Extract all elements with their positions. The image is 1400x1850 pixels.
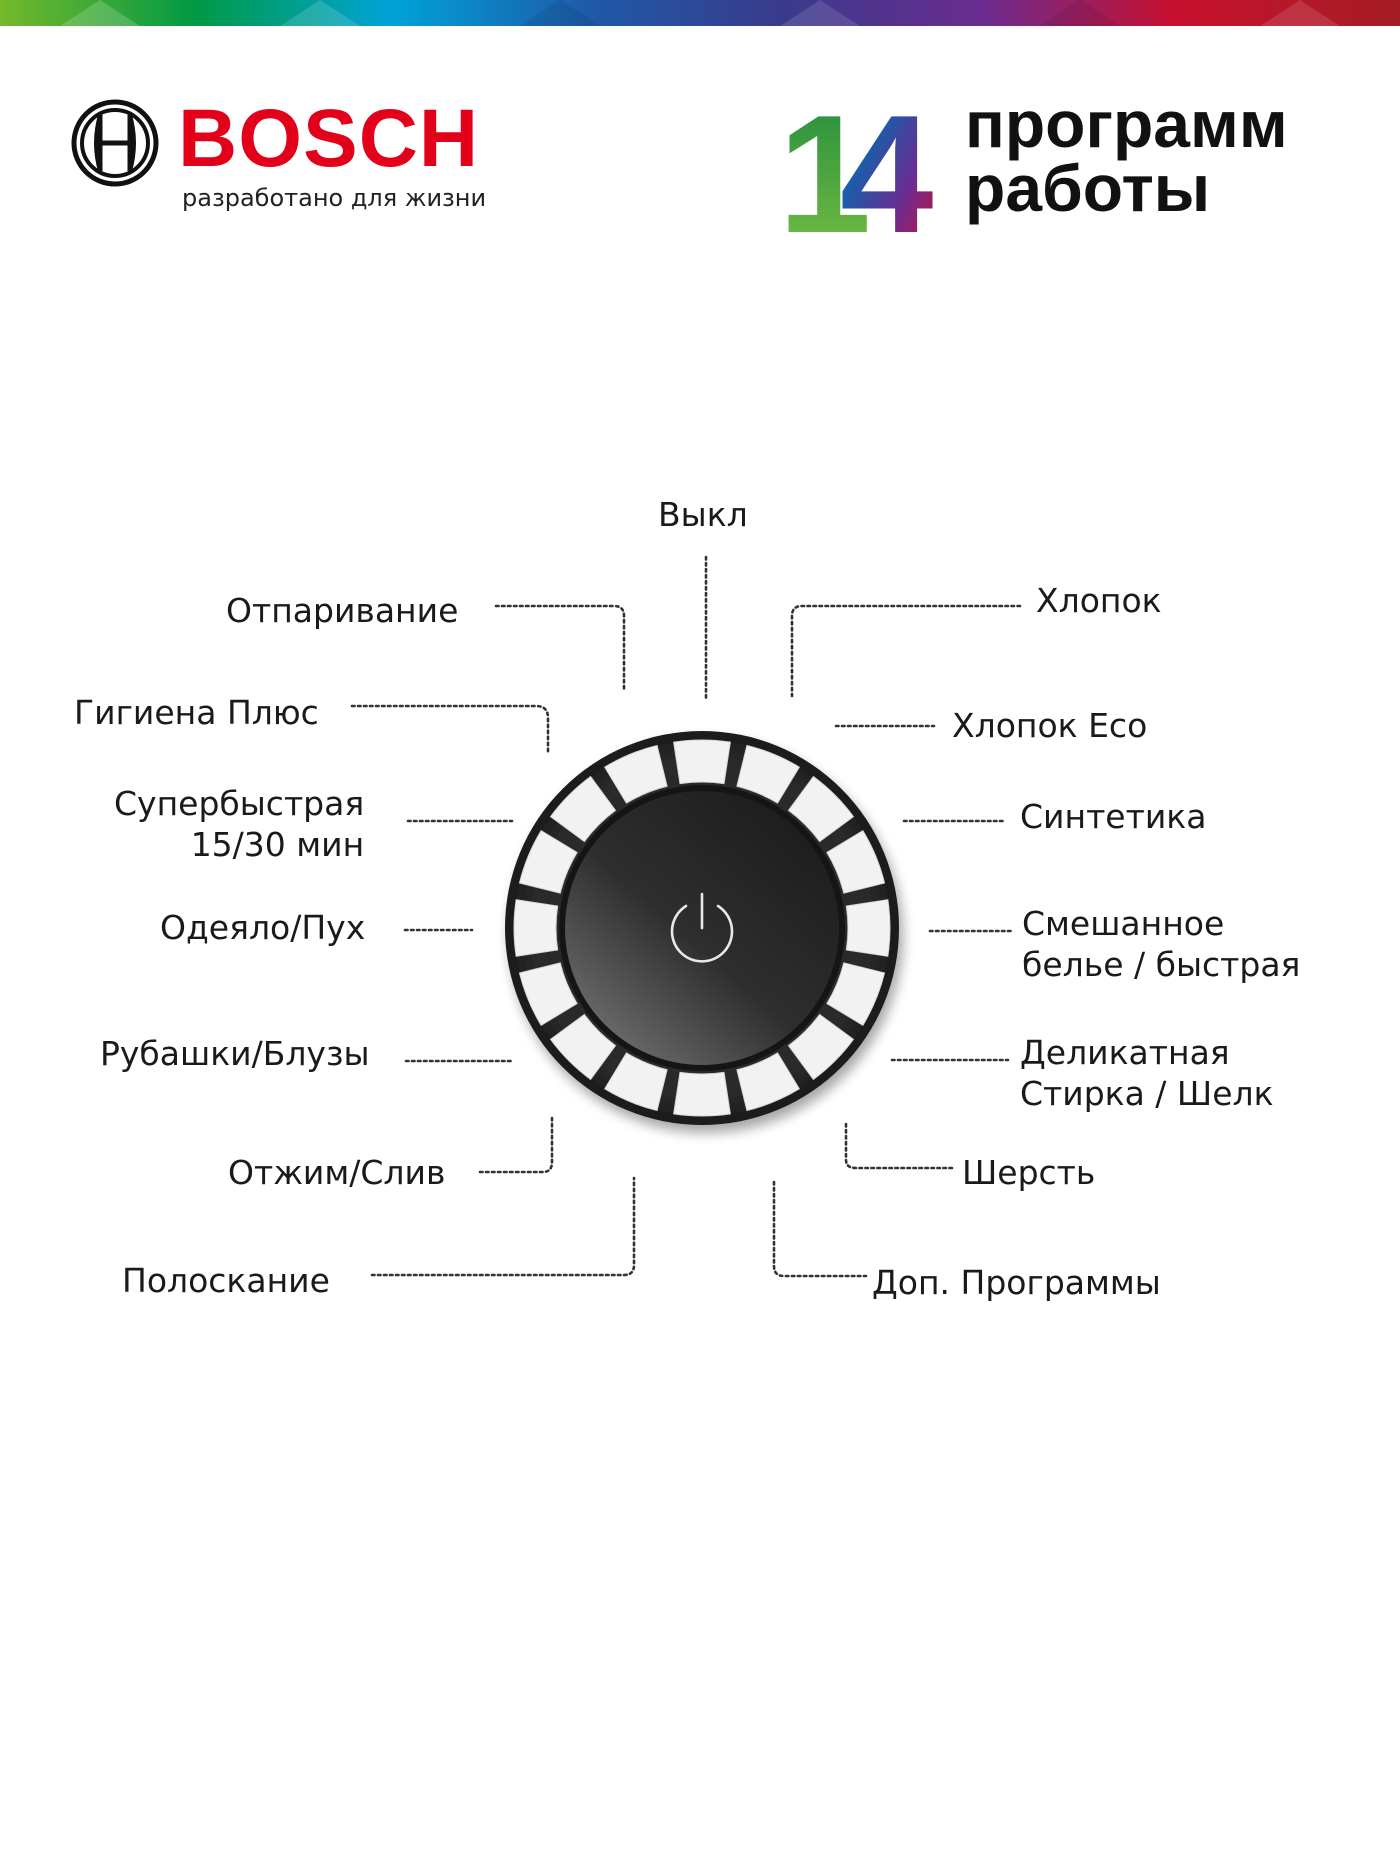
dial-segment: [673, 1071, 731, 1117]
dial-segment: [787, 775, 855, 843]
program-super-quick-label[interactable]: Супербыстрая 15/30 мин: [114, 783, 364, 865]
dial-segment: [513, 899, 559, 957]
headline-text: программ работы: [965, 87, 1288, 225]
program-hygiene-plus-label[interactable]: Гигиена Плюс: [74, 693, 319, 732]
program-duvet-label[interactable]: Одеяло/Пух: [160, 908, 366, 947]
headline-line-2: работы: [965, 151, 1211, 225]
program-extra-label[interactable]: Доп. Программы: [872, 1263, 1161, 1302]
program-spin-drain-label[interactable]: Отжим/Слив: [228, 1153, 446, 1192]
program-mixed-line-2: белье / быстрая: [1022, 945, 1301, 984]
dial-segment: [736, 1052, 800, 1112]
dial-segment: [604, 1052, 668, 1112]
program-mixed-label[interactable]: Смешанное белье / быстрая: [1022, 903, 1300, 985]
program-delicate-label[interactable]: Деликатная Стирка / Шелк: [1020, 1032, 1274, 1114]
program-off-label[interactable]: Выкл: [658, 495, 748, 534]
power-icon: [670, 892, 734, 963]
program-super-quick-line-1: Супербыстрая: [114, 784, 365, 823]
connector-hygiene-plus: [350, 704, 550, 756]
program-mixed-line-1: Смешанное: [1022, 904, 1225, 943]
dial-segment: [549, 1013, 617, 1081]
connector-wool: [844, 1122, 956, 1170]
number-digit-four: 4: [840, 92, 933, 242]
headline-line-1: программ: [965, 87, 1288, 161]
dial-segment: [604, 744, 668, 804]
program-super-quick-line-2: 15/30 мин: [190, 825, 365, 864]
program-steam-label[interactable]: Отпаривание: [226, 591, 459, 630]
program-wool-label[interactable]: Шерсть: [962, 1153, 1096, 1192]
dial-segment: [845, 899, 891, 957]
dial-segment: [518, 962, 578, 1026]
dial-segment: [826, 962, 886, 1026]
connector-spin-drain: [478, 1116, 554, 1174]
program-synthetics-label[interactable]: Синтетика: [1020, 797, 1207, 836]
number-digit-one: 1: [778, 92, 871, 242]
brand-name: BOSCH: [178, 93, 480, 184]
connector-cotton: [790, 604, 1022, 698]
program-rinse-label[interactable]: Полоскание: [122, 1261, 330, 1300]
dial-segments: [513, 739, 891, 1117]
program-count-number: 1 4: [778, 92, 933, 242]
dial-segment: [826, 830, 886, 894]
top-color-strip: [0, 0, 1400, 26]
dial-segment: [518, 830, 578, 894]
dial-segment: [736, 744, 800, 804]
program-delicate-line-2: Стирка / Шелк: [1020, 1074, 1274, 1113]
connector-extra: [772, 1180, 868, 1278]
program-cotton-eco-label[interactable]: Хлопок Eco: [952, 706, 1148, 745]
program-delicate-line-1: Деликатная: [1020, 1033, 1230, 1072]
program-shirts-label[interactable]: Рубашки/Блузы: [100, 1034, 370, 1073]
dial-segment: [787, 1013, 855, 1081]
bosch-armature-icon: [71, 99, 159, 187]
brand-tagline: разработано для жизни: [182, 184, 487, 212]
program-cotton-label[interactable]: Хлопок: [1036, 581, 1162, 620]
dial-segment: [549, 775, 617, 843]
connector-steam: [494, 604, 626, 692]
dial-segment: [673, 739, 731, 785]
connector-rinse: [370, 1176, 636, 1277]
